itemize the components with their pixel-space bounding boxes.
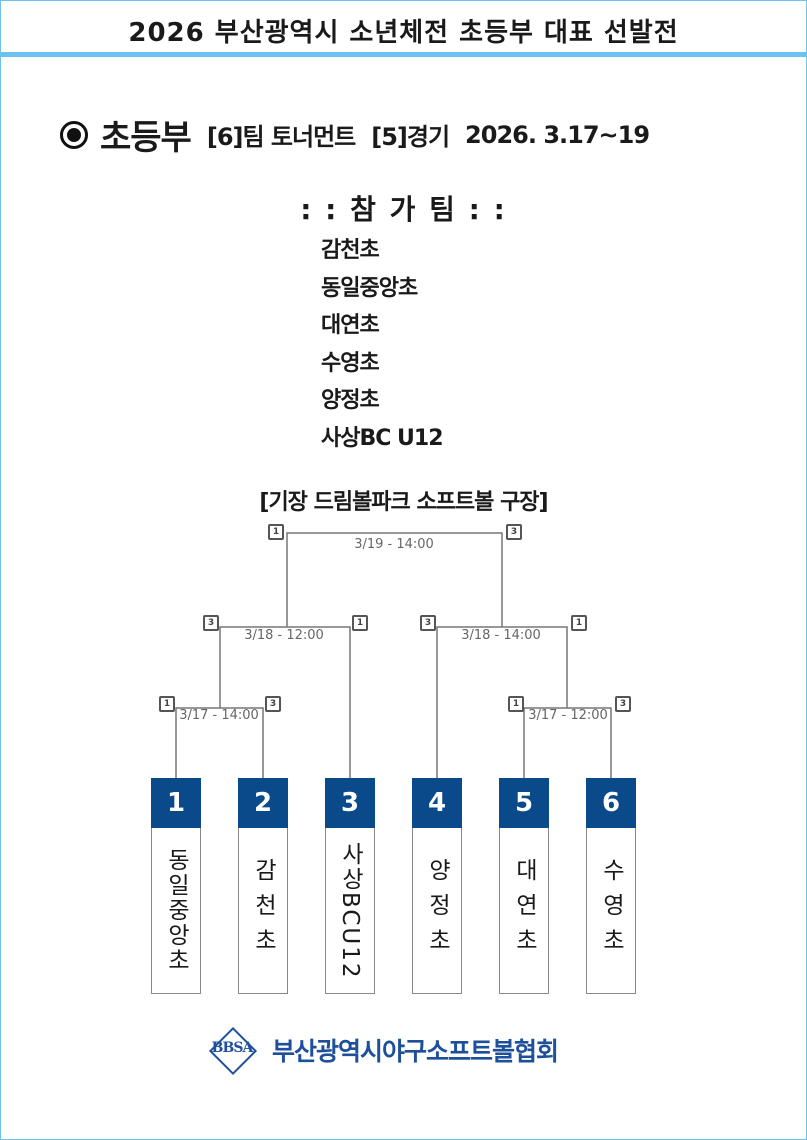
match-date: 3/18 - 14:00 — [461, 628, 541, 643]
organization-name: 부산광역시야구소프트볼협회 — [272, 1037, 559, 1066]
list-item: 대연초 — [321, 313, 380, 338]
seed-badge: 1 — [508, 696, 524, 712]
seed-badge: 3 — [265, 696, 281, 712]
bracket-slot: 2 감천초 — [238, 778, 288, 994]
slot-team: 감천초 — [250, 858, 276, 963]
seed-badge: 1 — [571, 615, 587, 631]
footer: BBSA 부산광역시야구소프트볼협회 — [200, 1026, 559, 1076]
list-item: 양정초 — [321, 388, 380, 413]
list-item: 감천초 — [321, 238, 380, 263]
match-date: 3/17 - 14:00 — [179, 708, 259, 723]
match-date: 3/19 - 14:00 — [354, 537, 434, 552]
division-name: 초등부 — [100, 118, 192, 158]
seed-badge: 3 — [203, 615, 219, 631]
division-heading: 초등부 [6]팀 토너먼트 [5]경기 2026. 3.17~19 — [60, 110, 665, 159]
page-title: 2026 부산광역시 소년체전 초등부 대표 선발전 — [128, 18, 679, 48]
match-date: 3/17 - 12:00 — [528, 708, 608, 723]
slot-number: 3 — [325, 778, 375, 828]
seed-badge: 1 — [268, 524, 284, 540]
slot-team: 사상BCU12 — [337, 841, 363, 980]
slot-team: 대연초 — [511, 858, 537, 963]
participants-list: 감천초 동일중앙초 대연초 수영초 양정초 사상BC U12 — [321, 232, 444, 457]
bracket-slot: 1 동일중앙초 — [151, 778, 201, 994]
match-date: 3/18 - 12:00 — [244, 628, 324, 643]
seed-badge: 3 — [420, 615, 436, 631]
slot-team: 동일중앙초 — [163, 848, 189, 973]
seed-badge: 1 — [159, 696, 175, 712]
participants-title: : : 참 가 팀 : : — [300, 193, 507, 226]
seed-badge: 3 — [506, 524, 522, 540]
slot-number: 2 — [238, 778, 288, 828]
bracket-line — [436, 626, 568, 778]
bracket-line — [286, 532, 503, 627]
bracket-line — [523, 707, 612, 778]
logo-text: BBSA — [211, 1040, 254, 1056]
slot-number: 6 — [586, 778, 636, 828]
slot-team: 수영초 — [598, 858, 624, 963]
list-item: 수영초 — [321, 350, 380, 376]
seed-badge: 1 — [352, 615, 368, 631]
teams-count: [6]팀 토너먼트 — [206, 123, 356, 151]
bullet-icon — [60, 120, 88, 149]
bracket-slot: 5 대연초 — [499, 778, 549, 994]
bracket-slot: 3 사상BCU12 — [325, 778, 375, 994]
bbsa-logo: BBSA — [200, 1026, 264, 1076]
games-count: [5]경기 — [371, 123, 450, 151]
slot-number: 4 — [412, 778, 462, 828]
header-divider — [0, 52, 807, 57]
bracket-slot: 6 수영초 — [586, 778, 636, 994]
bracket-line — [219, 626, 351, 778]
list-item: 사상BC U12 — [321, 425, 444, 451]
slot-number: 5 — [499, 778, 549, 828]
seed-badge: 3 — [615, 696, 631, 712]
slot-team: 양정초 — [424, 858, 450, 963]
event-dates: 2026. 3.17~19 — [465, 120, 650, 149]
venue: [기장 드림볼파크 소프트볼 구장] — [259, 490, 548, 515]
list-item: 동일중앙초 — [321, 275, 418, 301]
bracket-slot: 4 양정초 — [412, 778, 462, 994]
slot-number: 1 — [151, 778, 201, 828]
